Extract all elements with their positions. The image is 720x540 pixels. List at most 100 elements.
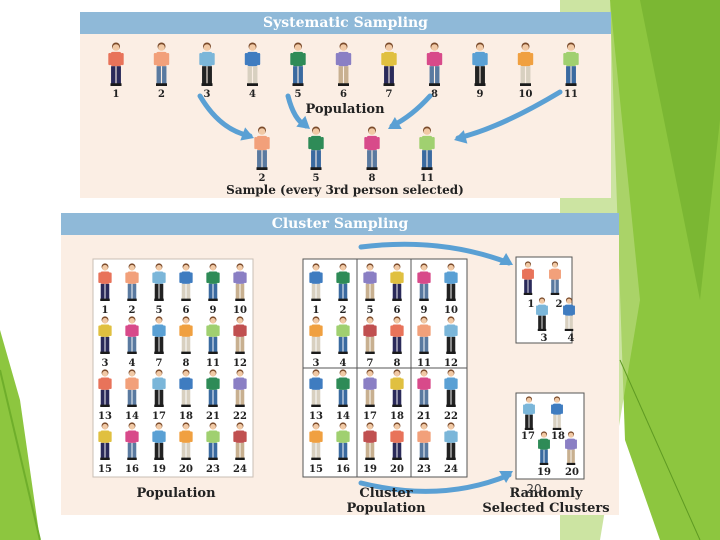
cluster-member-number-4: 4 — [340, 358, 347, 369]
cluster-population-person-15 — [98, 422, 112, 460]
cluster-member-person-19 — [363, 422, 377, 460]
cluster-population-person-17 — [152, 369, 166, 407]
selected-clusters-label: Randomly Selected Clusters — [473, 486, 619, 516]
cluster-population-number-15: 15 — [98, 464, 112, 475]
cluster-member-person-5 — [363, 263, 377, 301]
cluster-member-person-3 — [309, 316, 323, 354]
selected-b-person-20 — [565, 431, 577, 465]
cluster-population-person-3 — [98, 316, 112, 354]
cluster-member-person-15 — [309, 422, 323, 460]
cluster-population-label: Population — [136, 486, 216, 501]
selected-b-number-18: 18 — [551, 431, 565, 442]
selected-a-person-4 — [563, 297, 575, 331]
arrowhead-to-8 — [388, 116, 402, 130]
cluster-population-number-16: 16 — [125, 464, 139, 475]
selected-label-line1: Randomly — [509, 486, 583, 501]
cluster-member-number-7: 7 — [367, 358, 374, 369]
cluster-population-number-22: 22 — [233, 411, 247, 422]
systematic-population-label: Population — [305, 102, 385, 117]
population-person-3 — [199, 42, 215, 86]
cluster-population-number-7: 7 — [156, 358, 163, 369]
population-number-10: 10 — [519, 89, 533, 100]
cluster-population-number-17: 17 — [152, 411, 166, 422]
cluster-population-person-10 — [233, 263, 247, 301]
population-number-2: 2 — [158, 89, 165, 100]
cluster-population-number-18: 18 — [179, 411, 193, 422]
selected-b-person-17 — [523, 396, 535, 430]
cluster-member-person-4 — [336, 316, 350, 354]
cluster-population-person-4 — [125, 316, 139, 354]
population-number-11: 11 — [564, 89, 578, 100]
cluster-label-line1: Cluster — [359, 486, 413, 501]
cluster-member-person-10 — [444, 263, 458, 301]
population-person-5 — [290, 42, 306, 86]
cluster-population-person-23 — [206, 422, 220, 460]
cluster-population-number-24: 24 — [233, 464, 247, 475]
population-person-2 — [153, 42, 170, 86]
cluster-member-person-2 — [336, 263, 350, 301]
cluster-member-number-24: 24 — [444, 464, 458, 475]
cluster-member-number-2: 2 — [340, 305, 347, 316]
cluster-member-number-9: 9 — [421, 305, 428, 316]
cluster-population-person-22 — [233, 369, 247, 407]
cluster-member-person-22 — [444, 369, 458, 407]
cluster-population-person-20 — [179, 422, 193, 460]
cluster-population-person-1 — [98, 263, 112, 301]
sample-person-11 — [419, 126, 435, 170]
cluster-member-number-11: 11 — [417, 358, 431, 369]
cluster-label-line2: Population — [346, 501, 426, 516]
cluster-population-number-8: 8 — [183, 358, 190, 369]
cluster-population-person-16 — [125, 422, 139, 460]
selected-b-person-18 — [551, 396, 563, 430]
population-number-5: 5 — [295, 89, 302, 100]
selected-a-person-3 — [536, 297, 548, 331]
cluster-member-number-15: 15 — [309, 464, 323, 475]
population-person-7 — [381, 42, 397, 86]
arrowhead-to-11 — [454, 130, 468, 144]
cluster-member-person-7 — [363, 316, 377, 354]
cluster-population-person-18 — [179, 369, 193, 407]
cluster-population-person-7 — [152, 316, 166, 354]
cluster-population-person-5 — [152, 263, 166, 301]
cluster-population-number-13: 13 — [98, 411, 112, 422]
arrow-from-2 — [197, 93, 253, 139]
cluster-population-number-10: 10 — [233, 305, 247, 316]
population-person-8 — [426, 42, 443, 86]
cluster-population-person-9 — [206, 263, 220, 301]
cluster-member-person-11 — [417, 316, 431, 354]
cluster-cluster-population-label: Cluster Population — [316, 486, 456, 516]
cluster-member-person-14 — [336, 369, 350, 407]
systematic-title: Systematic Sampling — [80, 12, 611, 34]
selected-a-person-1 — [522, 261, 534, 295]
selected-b-number-17: 17 — [521, 431, 535, 442]
population-person-9 — [472, 42, 488, 86]
cluster-population-person-11 — [206, 316, 220, 354]
cluster-population-person-21 — [206, 369, 220, 407]
cluster-population-number-9: 9 — [210, 305, 217, 316]
population-number-4: 4 — [249, 89, 256, 100]
sample-number-11: 11 — [420, 173, 434, 184]
selected-label-line2: Selected Clusters — [482, 501, 610, 516]
cluster-member-person-9 — [417, 263, 431, 301]
cluster-member-number-23: 23 — [417, 464, 431, 475]
cluster-population-number-20: 20 — [179, 464, 193, 475]
selected-a-number-1: 1 — [528, 299, 535, 310]
cluster-member-person-1 — [309, 263, 323, 301]
population-person-10 — [517, 42, 534, 86]
arrowhead-to-cluster-a — [499, 252, 513, 266]
cluster-member-person-21 — [417, 369, 431, 407]
sample-number-2: 2 — [259, 173, 266, 184]
cluster-population-person-24 — [233, 422, 247, 460]
cluster-population-number-6: 6 — [183, 305, 190, 316]
cluster-member-number-16: 16 — [336, 464, 350, 475]
selected-a-person-2 — [549, 261, 561, 295]
sample-person-8 — [364, 126, 380, 170]
selected-a-number-3: 3 — [541, 333, 548, 344]
cluster-member-number-1: 1 — [313, 305, 320, 316]
cluster-member-number-19: 19 — [363, 464, 377, 475]
sample-person-2 — [254, 126, 270, 170]
cluster-population-person-19 — [152, 422, 166, 460]
cluster-population-number-2: 2 — [129, 305, 136, 316]
